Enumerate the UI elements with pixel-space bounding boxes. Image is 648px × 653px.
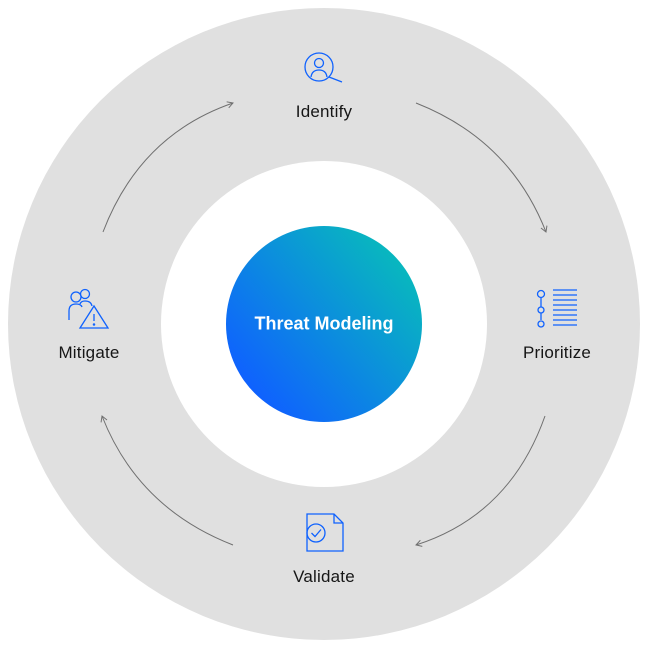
arrow-mitigate-to-identify [102,101,234,233]
arrow-validate-to-mitigate [100,415,234,546]
user-search-icon [304,52,343,83]
stage-label-prioritize: Prioritize [522,343,592,362]
stage-label-identify: Identify [295,102,353,121]
list-flow-icon [536,289,577,328]
arrow-prioritize-to-validate [415,415,546,547]
center-title: Threat Modeling [254,313,394,334]
document-check-icon [306,513,344,552]
users-warning-icon [68,288,110,329]
stage-label-mitigate: Mitigate [58,343,120,362]
center-circle [226,226,422,422]
arrow-identify-to-prioritize [415,102,548,233]
stage-label-validate: Validate [293,567,355,586]
